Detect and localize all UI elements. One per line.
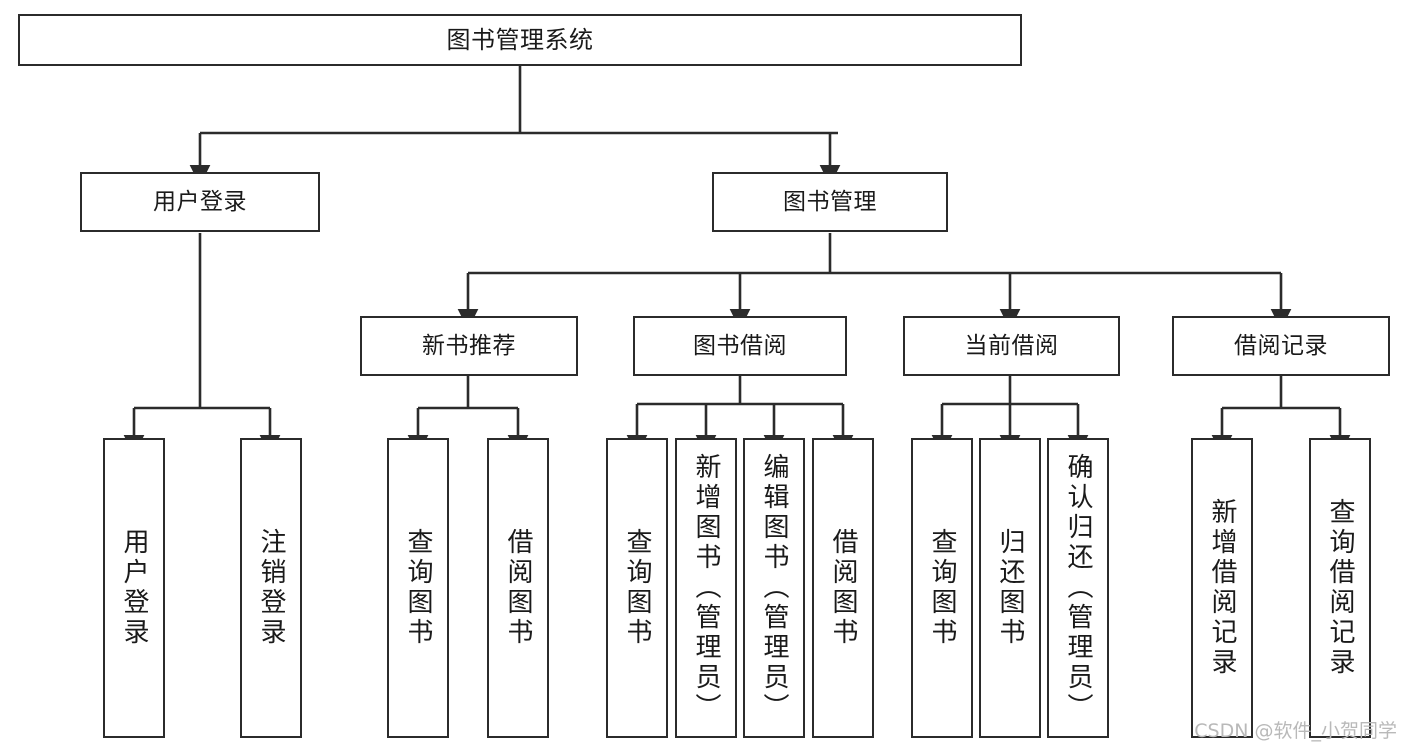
node-leaf-query-record-label: 查询借阅记录 <box>1325 498 1355 678</box>
node-borrow-record-label: 借阅记录 <box>1234 332 1328 359</box>
node-leaf-add-record[interactable]: 新增借阅记录 <box>1191 438 1253 738</box>
node-leaf-borrow-book-1[interactable]: 借阅图书 <box>487 438 549 738</box>
node-root-label: 图书管理系统 <box>446 26 594 54</box>
node-leaf-logout-label: 注销登录 <box>256 528 286 648</box>
node-leaf-query-book-2[interactable]: 查询图书 <box>606 438 668 738</box>
node-leaf-add-record-label: 新增借阅记录 <box>1207 498 1237 678</box>
node-root[interactable]: 图书管理系统 <box>18 14 1022 66</box>
watermark-text: CSDN @软件_小贺同学 <box>1194 720 1397 742</box>
node-leaf-borrow-book-2[interactable]: 借阅图书 <box>812 438 874 738</box>
node-leaf-borrow-book-1-label: 借阅图书 <box>503 528 533 648</box>
node-leaf-edit-book-label: 编辑图书（管理员） <box>759 453 789 723</box>
node-user-login[interactable]: 用户登录 <box>80 172 320 232</box>
node-book-management[interactable]: 图书管理 <box>712 172 948 232</box>
node-book-management-label: 图书管理 <box>783 188 877 215</box>
node-new-book-recommend-label: 新书推荐 <box>422 332 516 359</box>
node-new-book-recommend[interactable]: 新书推荐 <box>360 316 578 376</box>
node-leaf-query-book-3-label: 查询图书 <box>927 528 957 648</box>
node-leaf-query-book-2-label: 查询图书 <box>622 528 652 648</box>
node-leaf-user-login[interactable]: 用户登录 <box>103 438 165 738</box>
node-current-borrow-label: 当前借阅 <box>964 332 1059 359</box>
node-leaf-query-record[interactable]: 查询借阅记录 <box>1309 438 1371 738</box>
node-leaf-query-book-1-label: 查询图书 <box>403 528 433 648</box>
node-leaf-user-login-label: 用户登录 <box>119 528 149 648</box>
node-leaf-add-book-label: 新增图书（管理员） <box>691 453 721 723</box>
node-leaf-query-book-1[interactable]: 查询图书 <box>387 438 449 738</box>
node-leaf-confirm-return-label: 确认归还（管理员） <box>1063 453 1093 723</box>
node-current-borrow[interactable]: 当前借阅 <box>903 316 1120 376</box>
node-user-login-label: 用户登录 <box>153 188 247 215</box>
node-book-borrow-label: 图书借阅 <box>693 332 787 359</box>
node-borrow-record[interactable]: 借阅记录 <box>1172 316 1390 376</box>
node-leaf-return-book-label: 归还图书 <box>995 528 1025 648</box>
node-leaf-add-book[interactable]: 新增图书（管理员） <box>675 438 737 738</box>
node-leaf-query-book-3[interactable]: 查询图书 <box>911 438 973 738</box>
node-leaf-confirm-return[interactable]: 确认归还（管理员） <box>1047 438 1109 738</box>
node-leaf-return-book[interactable]: 归还图书 <box>979 438 1041 738</box>
node-leaf-edit-book[interactable]: 编辑图书（管理员） <box>743 438 805 738</box>
node-leaf-logout[interactable]: 注销登录 <box>240 438 302 738</box>
node-book-borrow[interactable]: 图书借阅 <box>633 316 847 376</box>
node-leaf-borrow-book-2-label: 借阅图书 <box>828 528 858 648</box>
